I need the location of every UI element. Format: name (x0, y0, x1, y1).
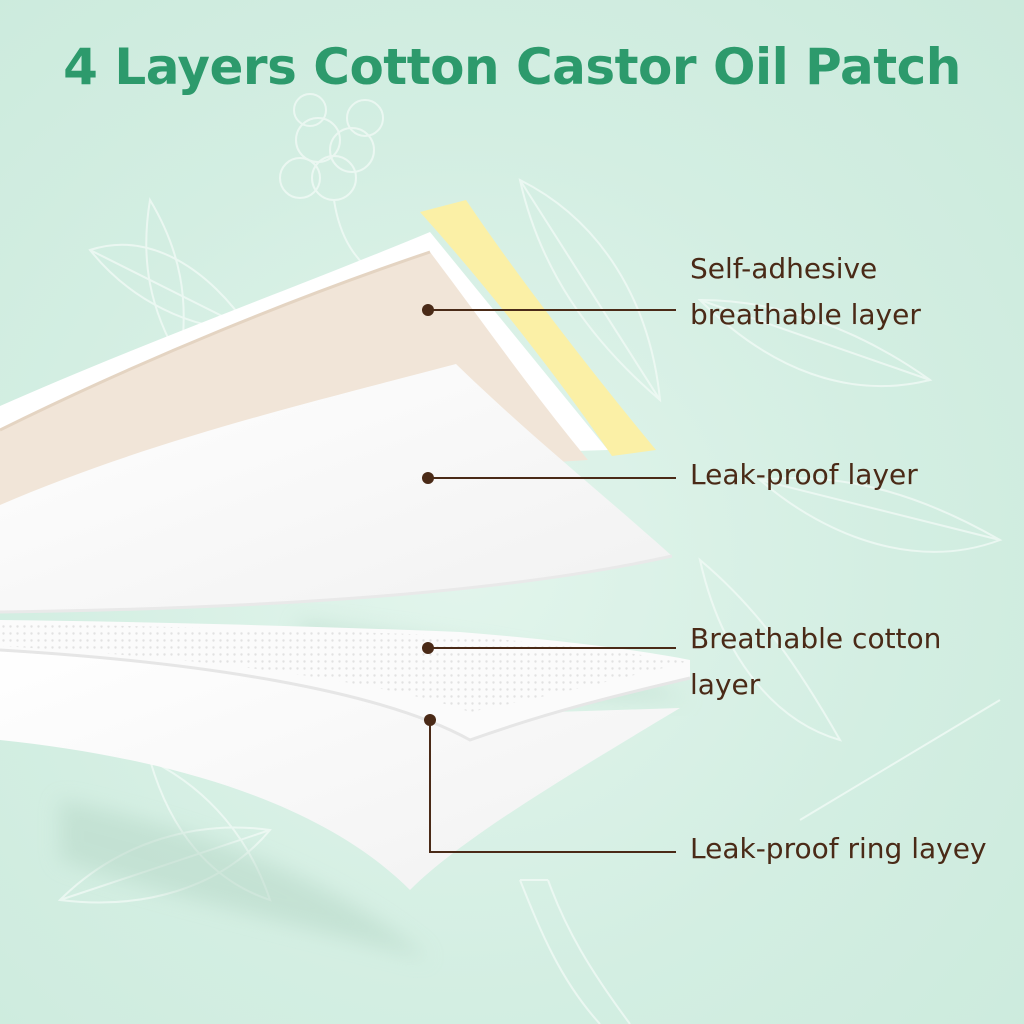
layer-label-line: breathable layer (690, 298, 921, 331)
flower-outline-icon (279, 93, 384, 281)
layer-label-line: Leak-proof layer (690, 458, 918, 491)
layer-label-ring: Leak-proof ring layey (690, 826, 987, 872)
layer-label-leak-proof: Leak-proof layer (690, 452, 918, 498)
root-outline-icon (519, 699, 1001, 1024)
layer-label-line: layer (690, 668, 761, 701)
adhesive-strip (420, 200, 656, 456)
leader-dot-3 (422, 642, 434, 654)
ring-layer-sheet (0, 640, 680, 890)
layer-label-line: Breathable cotton (690, 622, 942, 655)
layer-label-self-adhesive: Self-adhesive breathable layer (690, 246, 921, 338)
layer-label-cotton: Breathable cotton layer (690, 616, 941, 708)
leak-proof-sheet (0, 364, 672, 612)
leader-line-4 (429, 720, 676, 853)
page-title: 4 Layers Cotton Castor Oil Patch (63, 38, 961, 96)
leader-dot-4 (424, 714, 436, 726)
layer-label-line: Self-adhesive (690, 252, 878, 285)
leader-dot-1 (422, 304, 434, 316)
leaf-outline-icon (57, 178, 1003, 904)
leader-dot-2 (422, 472, 434, 484)
layer-label-line: Leak-proof ring layey (690, 832, 987, 865)
